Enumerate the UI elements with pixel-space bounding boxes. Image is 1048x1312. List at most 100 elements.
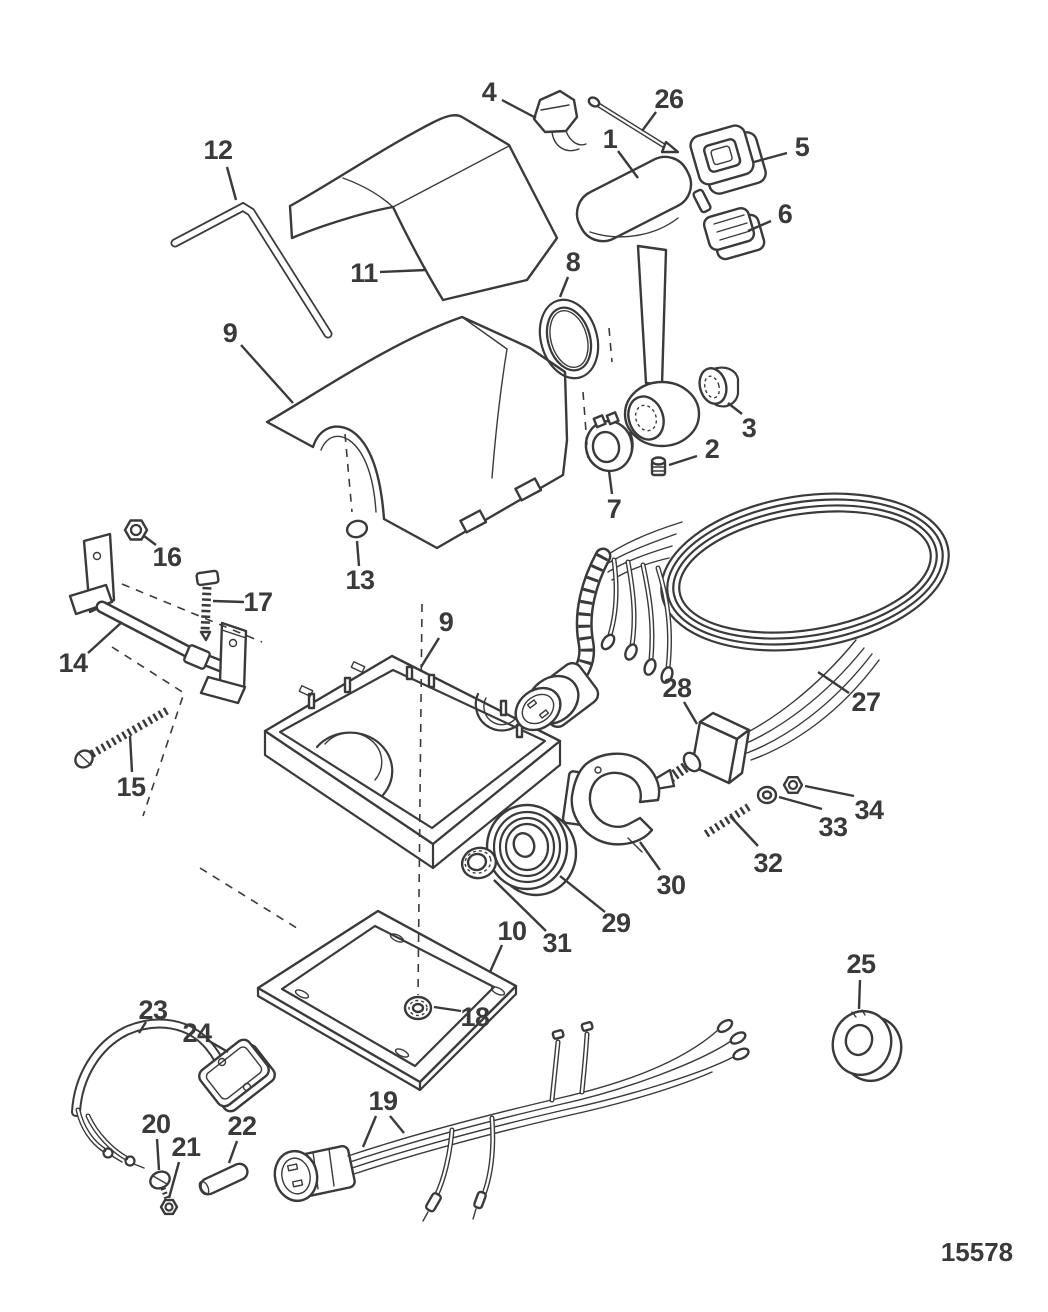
callout-number-31: 31	[542, 928, 572, 958]
callout-number-6: 6	[778, 199, 793, 229]
leader-line-28	[682, 701, 699, 725]
callout-number-26: 26	[654, 84, 684, 114]
callout-32: 32	[729, 815, 783, 878]
callout-20: 20	[141, 1109, 171, 1171]
callout-34: 34	[804, 784, 884, 825]
leader-line-25	[857, 979, 862, 1010]
part-clip	[532, 89, 587, 152]
callout-23: 23	[137, 995, 168, 1034]
part-lock-rod	[170, 201, 333, 339]
leader-line-26	[641, 111, 657, 132]
part-top-cover	[288, 114, 559, 302]
leader-line-30	[639, 841, 661, 871]
part-grommet-18	[403, 995, 433, 1021]
callout-13: 13	[345, 540, 375, 595]
part-washer-33	[756, 785, 778, 805]
callout-number-13: 13	[345, 565, 375, 595]
callout-7: 7	[607, 470, 622, 524]
callout-number-34: 34	[854, 795, 884, 825]
part-nut-21	[159, 1198, 179, 1216]
part-bushing-31	[460, 846, 498, 880]
part-screw-20	[149, 1170, 171, 1200]
leader-line-17	[212, 599, 245, 604]
callout-24: 24	[182, 1018, 229, 1054]
callout-26: 26	[641, 84, 684, 132]
callout-33: 33	[778, 795, 848, 842]
part-mount-bracket	[68, 532, 248, 705]
part-switch-button	[702, 207, 766, 261]
part-retainer	[561, 752, 661, 853]
callout-number-15: 15	[116, 772, 146, 802]
part-bezel	[689, 124, 767, 195]
callout-2: 2	[668, 434, 720, 467]
callout-number-30: 30	[656, 870, 685, 900]
part-connector-plug	[198, 1038, 276, 1113]
callout-19: 19	[361, 1086, 405, 1148]
part-gasket	[256, 909, 518, 1092]
leader-line-4	[501, 98, 537, 120]
callout-number-18: 18	[460, 1002, 490, 1032]
callout-number-5: 5	[795, 132, 810, 162]
callout-22: 22	[227, 1111, 257, 1164]
callout-layer: 1234567899101112131415161718192021222324…	[58, 77, 884, 1199]
callout-12: 12	[203, 135, 238, 201]
callout-9: 9	[419, 607, 454, 668]
callout-31: 31	[493, 879, 572, 958]
leader-line-2	[668, 454, 698, 467]
leader-line-22	[227, 1140, 239, 1164]
leader-line-7	[607, 470, 614, 495]
part-link-pin	[587, 96, 680, 154]
callout-1: 1	[603, 124, 639, 179]
leader-line-15	[128, 735, 134, 773]
leader-line-3	[727, 402, 743, 415]
callout-number-14: 14	[58, 648, 88, 678]
leader-line-34	[804, 784, 855, 798]
callout-10: 10	[488, 916, 527, 973]
part-nut-34	[782, 776, 804, 794]
part-bushing-knob	[698, 366, 740, 408]
callout-30: 30	[639, 841, 686, 900]
callout-number-16: 16	[152, 542, 182, 572]
part-sleeve-22	[198, 1162, 249, 1196]
part-harness-loop	[514, 492, 950, 761]
part-control-handle	[575, 155, 712, 448]
callout-number-24: 24	[182, 1018, 212, 1048]
callout-number-4: 4	[482, 77, 497, 107]
callout-17: 17	[212, 587, 273, 617]
part-housing-cover	[265, 315, 569, 550]
leader-line-33	[778, 795, 823, 811]
part-o-ring	[538, 298, 600, 380]
callout-number-12: 12	[203, 135, 232, 165]
callout-number-3: 3	[742, 413, 757, 443]
part-plug	[345, 519, 369, 539]
callout-number-23: 23	[138, 995, 168, 1025]
leader-line-32	[729, 815, 759, 847]
callout-5: 5	[753, 132, 810, 164]
leader-line-27	[817, 671, 850, 694]
callout-15: 15	[116, 735, 146, 802]
callout-21: 21	[167, 1132, 201, 1199]
callout-6: 6	[747, 199, 793, 233]
leader-line-23	[137, 1021, 148, 1034]
figure-number: 15578	[941, 1237, 1013, 1267]
callout-8: 8	[558, 247, 581, 298]
leader-line-9	[419, 637, 441, 668]
callout-number-22: 22	[227, 1111, 256, 1141]
callout-number-9: 9	[439, 607, 454, 637]
callout-4: 4	[482, 77, 537, 120]
callout-number-8: 8	[566, 247, 581, 277]
callout-number-2: 2	[705, 434, 720, 464]
callout-number-7: 7	[607, 494, 622, 524]
callout-number-19: 19	[368, 1086, 398, 1116]
callout-number-28: 28	[662, 673, 692, 703]
part-bolt-17	[195, 569, 220, 642]
leader-line-5	[753, 151, 788, 164]
leader-line-29	[559, 875, 606, 913]
callout-16: 16	[143, 535, 182, 572]
leader-line-21	[167, 1161, 181, 1199]
callout-28: 28	[662, 673, 699, 725]
callout-27: 27	[817, 671, 881, 717]
callout-number-1: 1	[603, 124, 618, 154]
